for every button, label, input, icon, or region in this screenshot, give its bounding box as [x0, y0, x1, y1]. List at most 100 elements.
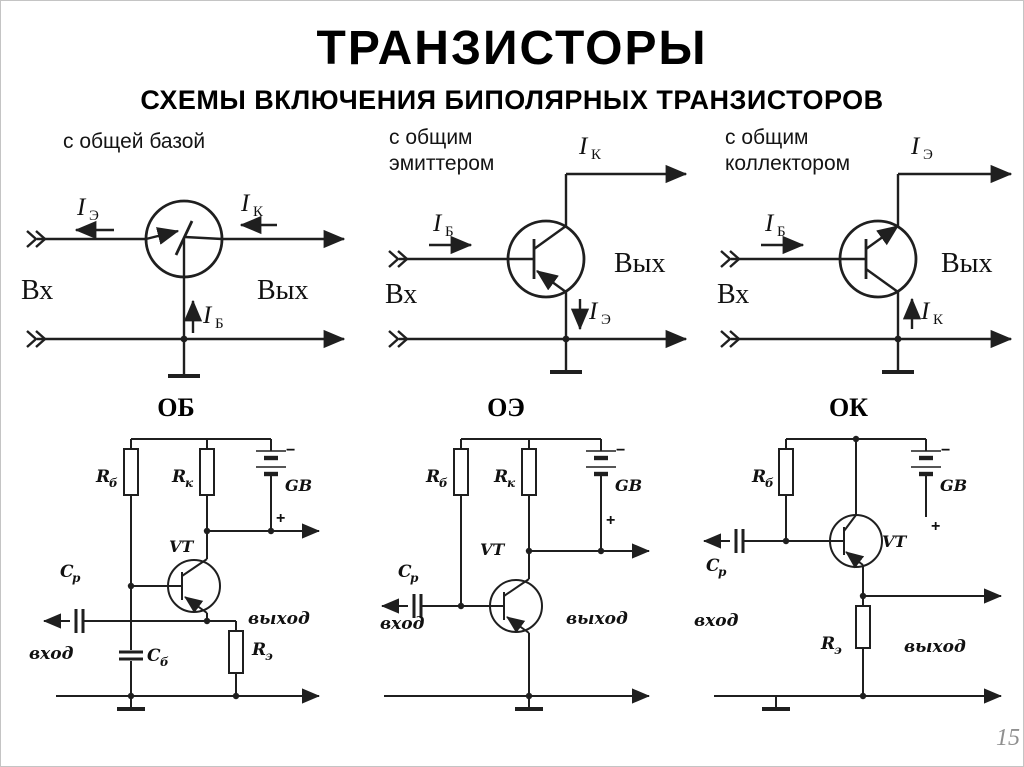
cp-sub: р	[410, 571, 419, 585]
battery-label: GB	[615, 476, 642, 495]
emitter-current-sub: Э	[601, 312, 611, 328]
transistor-emitter-arrow	[184, 596, 208, 614]
ground-icon	[515, 696, 543, 711]
emitter-current-label: I	[588, 298, 599, 325]
transistor-label: VT	[480, 540, 505, 559]
common-collector-schematic: I Э I Б I К	[717, 133, 1013, 374]
scheme-caption: с общим эмиттером	[389, 126, 495, 175]
battery-plus: +	[276, 510, 285, 527]
resistor-rk	[521, 439, 537, 551]
rk-label: R	[171, 467, 186, 487]
transistor-label: VT	[882, 532, 907, 551]
input-label: вход	[694, 611, 739, 631]
emitter-current-sub: Э	[89, 208, 99, 224]
circuit-caption: ОК	[828, 393, 869, 422]
emitter-current-sub: Э	[923, 147, 933, 163]
battery-minus: −	[616, 442, 625, 459]
output-label: выход	[566, 609, 628, 629]
transistor-emitter-arrow	[145, 227, 180, 245]
capacitor-cb	[119, 650, 143, 696]
output-label: выход	[904, 637, 966, 657]
resistor-re	[228, 621, 244, 696]
battery-gb	[256, 439, 286, 531]
transistor-symbol	[461, 551, 543, 696]
base-current-sub: Б	[777, 224, 786, 240]
scheme-caption: с общим коллектором	[725, 126, 851, 175]
capacitor-cp	[43, 609, 236, 633]
rb-label: R	[95, 467, 110, 487]
common-base-schematic: I Э I К I Б Вх Вых	[21, 190, 346, 378]
output-label: выход	[248, 609, 310, 629]
collector-current-sub: К	[933, 312, 944, 328]
ground-icon	[117, 696, 145, 711]
circuit-ob: ОБ R б R к − GB	[26, 393, 326, 717]
resistor-rb	[778, 439, 794, 541]
common-emitter-scheme: с общим эмиттером I К I Б I Э	[381, 119, 696, 394]
transistor-symbol	[838, 219, 918, 299]
base-current-label: I	[202, 302, 213, 329]
circuit-caption: ОБ	[157, 393, 195, 422]
battery-plus: +	[931, 518, 940, 535]
transistor-base-bar	[174, 220, 194, 256]
circuit-ok: ОК R б − GB +	[686, 393, 1011, 717]
ground-icon	[882, 339, 914, 374]
input-port-label: Вх	[717, 279, 749, 310]
slide-title: ТРАНЗИСТОРЫ	[316, 22, 708, 75]
ground-icon	[550, 339, 582, 374]
ok-schematic: R б − GB + VT	[694, 435, 1002, 711]
rb-label: R	[425, 467, 440, 487]
battery-label: GB	[940, 476, 967, 495]
capacitor-cp	[381, 594, 461, 618]
input-label: вход	[380, 614, 425, 634]
common-emitter-schematic: I К I Б I Э	[385, 133, 688, 374]
input-label: вход	[29, 644, 74, 664]
base-current-label: I	[764, 210, 775, 237]
ob-schematic: R б R к − GB +	[29, 438, 320, 711]
rk-sub: к	[185, 476, 194, 490]
resistor-rb	[453, 439, 469, 606]
base-current-label: I	[432, 210, 443, 237]
battery-minus: −	[941, 442, 950, 459]
output-port-label: Вых	[257, 275, 309, 306]
collector-current-sub: К	[253, 204, 264, 220]
cb-label: С	[147, 646, 161, 666]
re-sub: э	[265, 649, 273, 663]
output-port-label: Вых	[614, 248, 666, 279]
input-port-label: Вх	[385, 279, 417, 310]
input-port-label: Вх	[21, 275, 53, 306]
circuit-oe: ОЭ R б R к	[356, 393, 656, 717]
cb-sub: б	[160, 655, 169, 669]
transistor-label: VT	[169, 537, 194, 556]
slide-subtitle: СХЕМЫ ВКЛЮЧЕНИЯ БИПОЛЯРНЫХ ТРАНЗИСТОРОВ	[140, 85, 884, 115]
re-label: R	[820, 634, 835, 654]
base-current-sub: Б	[215, 316, 224, 332]
transistor-symbol	[131, 531, 221, 621]
transistor-emitter-arrow	[865, 225, 899, 250]
circuit-caption: ОЭ	[487, 393, 525, 422]
base-current-sub: Б	[445, 224, 454, 240]
cp-label: C	[398, 562, 412, 582]
ground-icon	[168, 339, 200, 378]
emitter-current-label: I	[76, 194, 87, 221]
collector-current-sub: К	[591, 147, 602, 163]
battery-plus: +	[606, 512, 615, 529]
transistor-emitter-arrow	[845, 551, 865, 569]
output-port-label: Вых	[941, 248, 993, 279]
oe-schematic: R б R к − GB +	[380, 438, 650, 711]
cp-label: C	[60, 562, 74, 582]
battery-minus: −	[286, 442, 295, 459]
scheme-caption: с общей базой	[63, 130, 206, 153]
page-number: 15	[996, 725, 1020, 751]
transistor-symbol	[786, 514, 883, 596]
rb-sub: б	[109, 476, 118, 490]
battery-gb	[911, 439, 941, 517]
rb-label: R	[751, 467, 766, 487]
battery-label: GB	[285, 476, 312, 495]
re-label: R	[251, 640, 266, 660]
collector-current-label: I	[578, 133, 589, 160]
cp-label: C	[706, 556, 720, 576]
common-base-scheme: с общей базой I Э I К I Б	[19, 119, 359, 394]
cp-sub: р	[718, 565, 727, 579]
rk-label: R	[493, 467, 508, 487]
